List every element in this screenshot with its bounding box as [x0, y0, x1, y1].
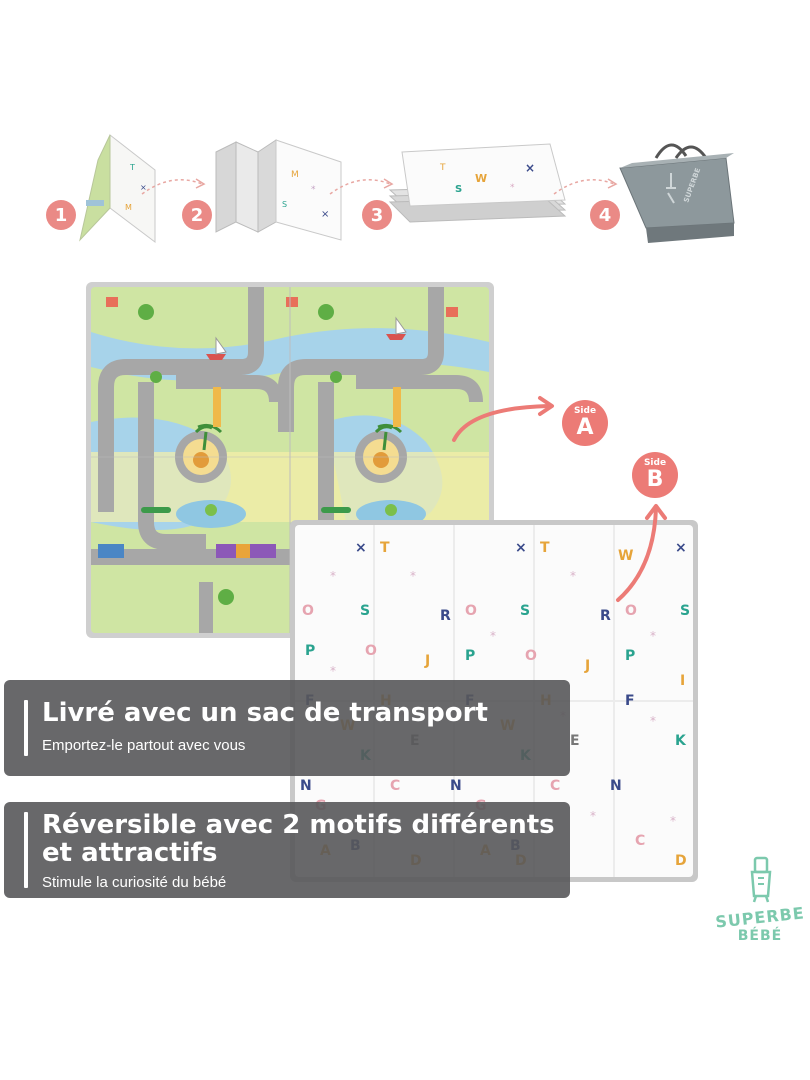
svg-text:×: ×	[355, 540, 367, 556]
step-2-mat-illustration: M * × S	[206, 132, 346, 247]
svg-text:J: J	[584, 658, 590, 674]
svg-text:P: P	[305, 643, 315, 659]
svg-text:*: *	[330, 569, 336, 583]
svg-text:O: O	[302, 603, 314, 619]
svg-text:N: N	[450, 778, 462, 794]
step-badge-4: 4	[590, 200, 620, 230]
svg-text:*: *	[570, 569, 576, 583]
mat-folded-icon: T W S × *	[388, 143, 567, 223]
step-arrow-icon	[141, 178, 206, 195]
svg-text:N: N	[300, 778, 312, 794]
banner-subtitle: Emportez-le partout avec vous	[42, 737, 246, 754]
arrow-to-side-b-icon	[616, 504, 667, 602]
logo-text-line-2: BÉBÉ	[737, 928, 783, 944]
step-1-mat-illustration: T × M	[70, 130, 160, 250]
svg-text:×: ×	[525, 161, 535, 175]
svg-text:E: E	[570, 733, 580, 749]
mat-folding-icon: M * × S	[215, 139, 342, 241]
svg-text:×: ×	[675, 540, 687, 556]
svg-text:C: C	[390, 778, 400, 794]
step-badge-1: 1	[46, 200, 76, 230]
svg-text:×: ×	[515, 540, 527, 556]
svg-text:O: O	[365, 643, 377, 659]
svg-text:T: T	[540, 540, 550, 556]
side-b-badge-label: Side	[643, 458, 667, 468]
svg-text:*: *	[510, 183, 515, 193]
svg-text:J: J	[424, 653, 430, 669]
banner-title: Livré avec un sac de transport	[42, 698, 488, 728]
side-b-badge-letter: B	[646, 467, 664, 492]
svg-text:T: T	[439, 163, 446, 173]
svg-text:K: K	[675, 733, 687, 749]
svg-text:*: *	[670, 814, 676, 828]
svg-text:×: ×	[321, 209, 329, 220]
svg-text:C: C	[550, 778, 560, 794]
svg-text:T: T	[380, 540, 390, 556]
brand-logo: SUPERBE BÉBÉ	[712, 856, 808, 948]
side-a-badge-label: Side	[573, 406, 597, 416]
banner-accent-bar	[24, 812, 28, 888]
svg-text:D: D	[675, 853, 687, 869]
arrow-to-side-a-icon	[452, 396, 554, 442]
svg-text:S: S	[455, 184, 462, 195]
svg-text:I: I	[680, 673, 685, 689]
svg-text:R: R	[440, 608, 451, 624]
svg-text:S: S	[680, 603, 690, 619]
transport-bag-banner: Livré avec un sac de transport Emportez-…	[4, 680, 570, 776]
svg-text:F: F	[625, 693, 635, 709]
mat-unfolded-icon: T × M	[79, 133, 156, 244]
svg-text:P: P	[465, 648, 475, 664]
banner-accent-bar	[24, 700, 28, 756]
svg-text:S: S	[520, 603, 530, 619]
svg-text:W: W	[618, 548, 633, 564]
step-4-bag-illustration: SUPERBE	[616, 128, 738, 250]
svg-text:S: S	[360, 603, 370, 619]
svg-text:P: P	[625, 648, 635, 664]
banner-title-line-1: Réversible avec 2 motifs différents	[42, 810, 555, 840]
svg-text:*: *	[650, 714, 656, 728]
step-3-mat-illustration: T W S × *	[380, 140, 570, 235]
svg-text:O: O	[465, 603, 477, 619]
svg-text:×: ×	[140, 183, 147, 192]
step-badge-3: 3	[362, 200, 392, 230]
reversible-banner: Réversible avec 2 motifs différents et a…	[4, 802, 570, 898]
svg-text:M: M	[125, 203, 132, 212]
svg-text:*: *	[490, 629, 496, 643]
step-arrow-icon	[329, 178, 394, 195]
step-badge-2: 2	[182, 200, 212, 230]
side-a-badge: Side A	[562, 400, 608, 446]
svg-text:O: O	[525, 648, 537, 664]
svg-text:*: *	[410, 569, 416, 583]
step-arrow-icon	[553, 178, 618, 195]
svg-text:R: R	[600, 608, 611, 624]
brand-mascot-icon	[750, 856, 772, 903]
svg-text:C: C	[635, 833, 645, 849]
svg-text:T: T	[129, 163, 135, 172]
svg-text:N: N	[610, 778, 622, 794]
svg-text:S: S	[282, 200, 287, 209]
svg-text:*: *	[650, 629, 656, 643]
svg-text:O: O	[625, 603, 637, 619]
svg-text:W: W	[475, 172, 487, 185]
carry-bag-icon: SUPERBE	[619, 143, 735, 243]
svg-text:*: *	[311, 185, 316, 195]
side-b-badge: Side B	[632, 452, 678, 498]
side-a-badge-letter: A	[576, 415, 594, 440]
banner-title-line-2: et attractifs	[42, 838, 218, 868]
svg-text:*: *	[590, 809, 596, 823]
banner-subtitle: Stimule la curiosité du bébé	[42, 874, 227, 891]
svg-text:M: M	[291, 170, 299, 180]
svg-text:*: *	[330, 664, 336, 678]
